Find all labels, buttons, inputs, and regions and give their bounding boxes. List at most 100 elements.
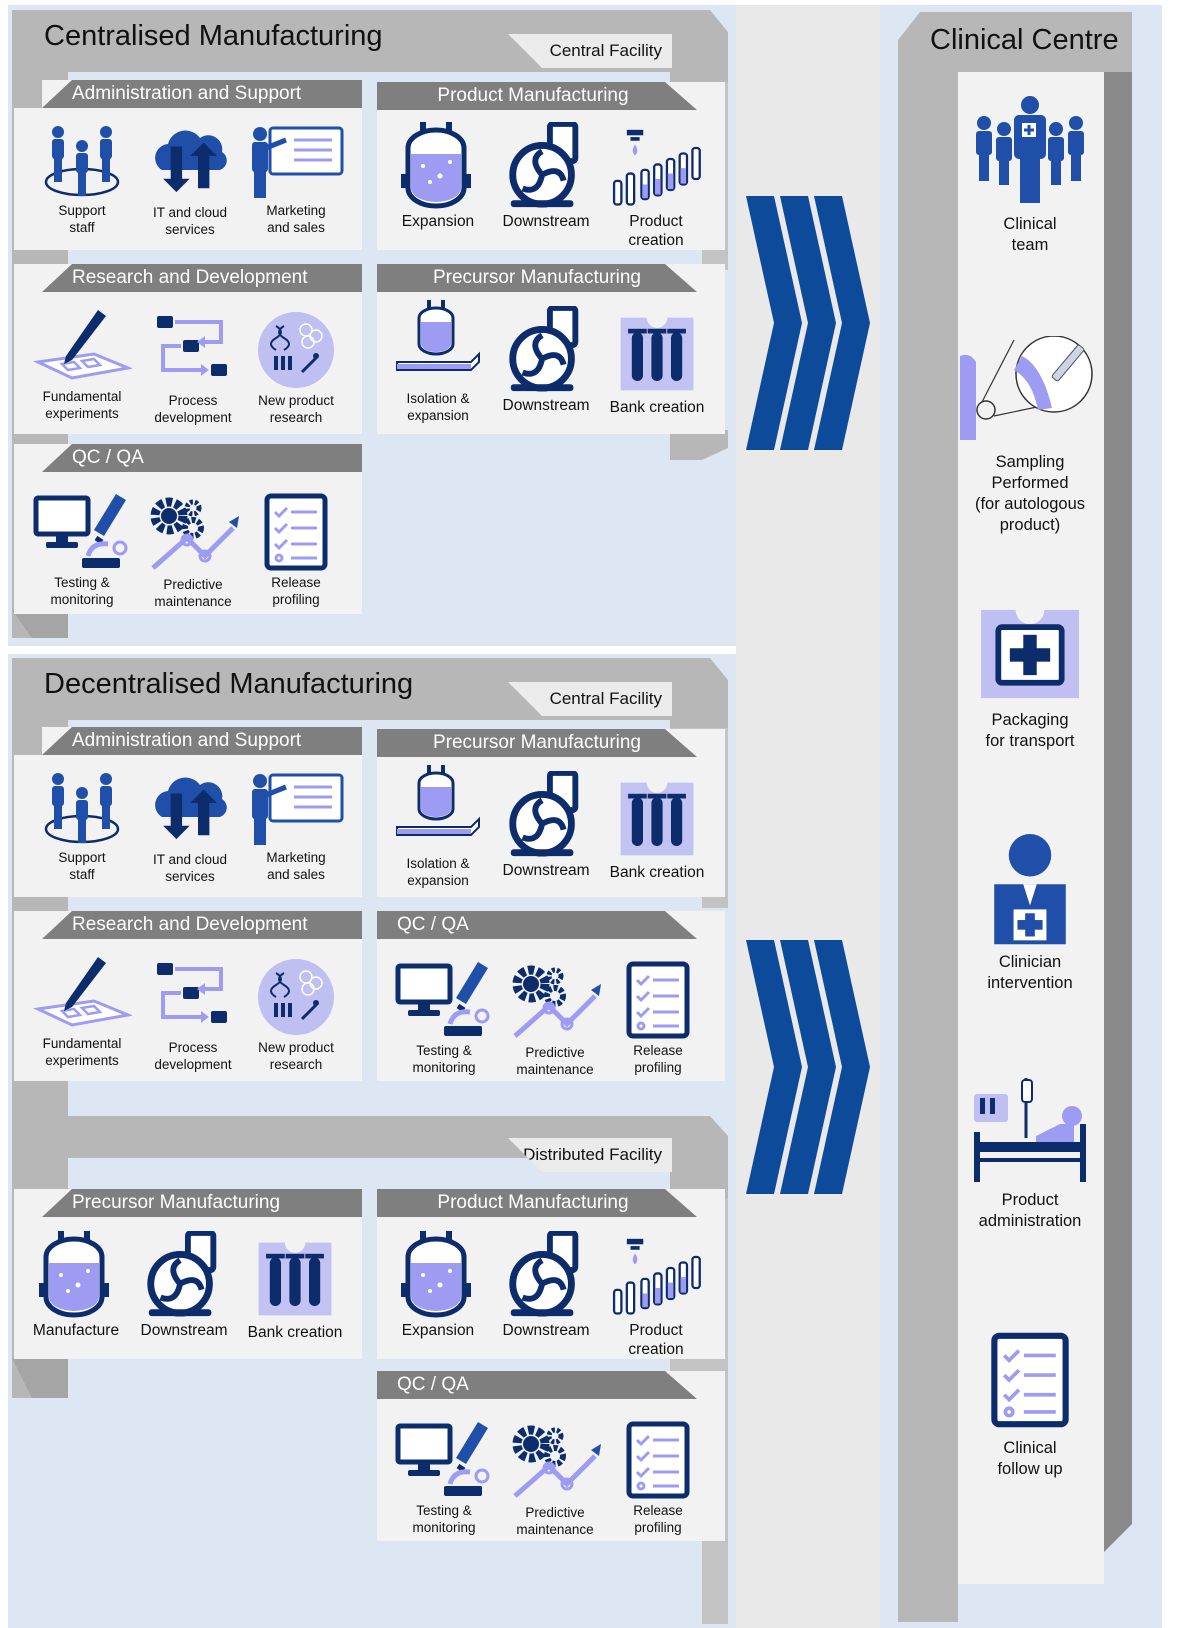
chevron-arrow-icon — [746, 940, 870, 1194]
process-flow-icon — [153, 310, 233, 390]
c-product-header: Product Manufacturing — [377, 82, 697, 110]
clinical-packaging: Packaging for transport — [974, 606, 1086, 752]
clinical-frame — [898, 12, 1132, 1622]
d-testing: Testing & monitoring — [389, 960, 499, 1076]
pump-icon — [506, 306, 586, 394]
isolation-icon — [393, 298, 483, 388]
pump-icon — [506, 1231, 586, 1319]
clinical-team-icon — [970, 94, 1090, 206]
sampling-icon — [960, 336, 1100, 446]
bioreactor-icon — [398, 1229, 478, 1319]
d-marketing: Marketing and sales — [241, 767, 351, 883]
dist-product-creation: Product creation — [601, 1237, 711, 1359]
c-new-research: New product research — [241, 310, 351, 426]
centralised-title: Centralised Manufacturing — [44, 20, 383, 52]
checklist-icon — [623, 960, 693, 1040]
gears-icon — [143, 494, 243, 574]
c-support-staff: Support staff — [27, 120, 137, 236]
bioreactor-icon — [36, 1229, 116, 1319]
dist-manufacture: Manufacture — [21, 1229, 131, 1340]
cloud-icon — [150, 122, 230, 202]
dist-expansion: Expansion — [383, 1229, 493, 1340]
test-tubes-icon — [612, 777, 702, 861]
dist-downstream-2: Downstream — [491, 1231, 601, 1340]
d-admin-header: Administration and Support — [42, 727, 362, 755]
d-new-research: New product research — [241, 957, 351, 1073]
c-admin-header: Administration and Support — [42, 80, 362, 108]
c-downstream-1: Downstream — [491, 122, 601, 231]
medical-kit-icon — [975, 606, 1085, 702]
d-support-staff: Support staff — [27, 767, 137, 883]
hospital-bed-icon — [970, 1076, 1090, 1186]
microscope-icon — [394, 960, 494, 1040]
c-it-cloud: IT and cloud services — [135, 122, 245, 238]
d-bank-creation-1: Bank creation — [602, 777, 712, 882]
c-precursor-header: Precursor Manufacturing — [377, 264, 697, 292]
d-release: Release profiling — [603, 960, 713, 1076]
c-testing: Testing & monitoring — [27, 492, 137, 608]
d-downstream-1: Downstream — [491, 771, 601, 880]
dist-qc-header: QC / QA — [377, 1371, 697, 1399]
c-rnd-header: Research and Development — [42, 264, 362, 292]
dist-product-header: Product Manufacturing — [377, 1189, 697, 1217]
vials-icon — [606, 1237, 706, 1319]
d-it-cloud: IT and cloud services — [135, 769, 245, 885]
d-fundamental: Fundamental experiments — [27, 953, 137, 1069]
c-predictive: Predictive maintenance — [138, 494, 248, 610]
checklist-icon — [261, 492, 331, 572]
dna-research-icon — [256, 310, 336, 390]
gears-icon — [505, 962, 605, 1042]
c-process-dev: Process development — [138, 310, 248, 426]
d-rnd-header: Research and Development — [42, 911, 362, 939]
test-tubes-icon — [612, 312, 702, 396]
pump-icon — [144, 1231, 224, 1319]
c-isolation: Isolation & expansion — [383, 298, 493, 424]
presentation-icon — [246, 120, 346, 200]
test-tubes-icon — [250, 1237, 340, 1321]
clinician-icon — [985, 834, 1075, 950]
dist-precursor-header: Precursor Manufacturing — [42, 1189, 362, 1217]
d-precursor-header: Precursor Manufacturing — [377, 729, 697, 757]
clinical-sampling: Sampling Performed (for autologous produ… — [960, 336, 1100, 536]
bioreactor-icon — [398, 120, 478, 210]
clinical-follow-up: Clinical follow up — [983, 1330, 1077, 1480]
clinical-team: Clinical team — [968, 94, 1092, 256]
d-process-dev: Process development — [138, 957, 248, 1073]
checklist-icon — [987, 1330, 1073, 1430]
dist-predictive: Predictive maintenance — [500, 1422, 610, 1538]
pump-icon — [506, 771, 586, 859]
cloud-icon — [150, 769, 230, 849]
pump-icon — [506, 122, 586, 210]
c-fundamental: Fundamental experiments — [27, 306, 137, 422]
c-release: Release profiling — [241, 492, 351, 608]
dna-research-icon — [256, 957, 336, 1037]
people-icon — [42, 120, 122, 200]
d-isolation: Isolation & expansion — [383, 763, 493, 889]
clinical-clinician: Clinician intervention — [983, 834, 1077, 994]
clinical-administration: Product administration — [970, 1076, 1090, 1232]
people-icon — [42, 767, 122, 847]
c-bank-creation: Bank creation — [602, 312, 712, 417]
c-marketing: Marketing and sales — [241, 120, 351, 236]
isolation-icon — [393, 763, 483, 853]
gears-icon — [505, 1422, 605, 1502]
decentralised-title: Decentralised Manufacturing — [44, 668, 414, 700]
process-flow-icon — [153, 957, 233, 1037]
c-product-creation: Product creation — [601, 128, 711, 250]
microscope-icon — [32, 492, 132, 572]
chevron-arrow-icon — [746, 196, 870, 450]
c-qc-header: QC / QA — [42, 444, 362, 472]
d-predictive: Predictive maintenance — [500, 962, 610, 1078]
pen-icon — [32, 306, 132, 386]
pen-icon — [32, 953, 132, 1033]
clinical-title: Clinical Centre — [930, 24, 1119, 56]
checklist-icon — [623, 1420, 693, 1500]
dist-release: Release profiling — [603, 1420, 713, 1536]
microscope-icon — [394, 1420, 494, 1500]
c-expansion: Expansion — [383, 120, 493, 231]
c-downstream-2: Downstream — [491, 306, 601, 415]
dist-bank-creation: Bank creation — [240, 1237, 350, 1342]
presentation-icon — [246, 767, 346, 847]
d-qc-header: QC / QA — [377, 911, 697, 939]
dist-testing: Testing & monitoring — [389, 1420, 499, 1536]
